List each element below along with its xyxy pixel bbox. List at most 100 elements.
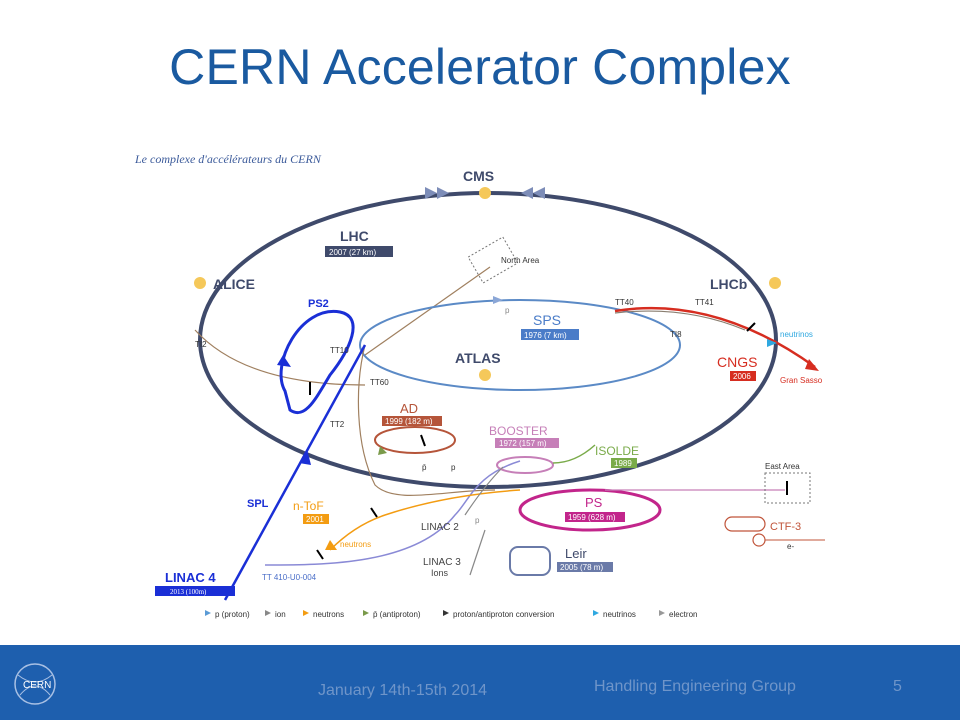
isolde-label: ISOLDE <box>595 444 639 458</box>
sps-arrow <box>493 296 503 304</box>
cern-logo: CERN <box>14 663 56 705</box>
cngs-label: CNGS <box>717 354 757 370</box>
isolde-info: 1989 <box>614 459 632 468</box>
linac4-info-box <box>155 586 235 596</box>
ad-info: 1999 (182 m) <box>385 417 433 426</box>
leir-info-box <box>557 562 613 572</box>
accelerator-diagram: Le complexe d'accélérateurs du CERN LHC … <box>134 152 825 619</box>
gran-sasso-label: Gran Sasso <box>780 376 823 385</box>
ad-pbar-arrow <box>378 446 387 455</box>
linac4-label: LINAC 4 <box>165 570 216 585</box>
legend-marker <box>303 610 309 616</box>
cngs-arrow <box>805 359 819 371</box>
tt41-label: TT41 <box>695 298 714 307</box>
legend-item: ion <box>275 610 286 619</box>
linac3-line <box>469 529 486 576</box>
cms-label: CMS <box>463 168 494 184</box>
linac2-p-label: p <box>475 516 480 525</box>
footer-date: January 14th-15th 2014 <box>318 682 488 699</box>
booster-info: 1972 (157 m) <box>499 439 547 448</box>
ps2-arrow <box>277 355 291 367</box>
sps-p-label: p <box>505 306 510 315</box>
tt10-line <box>357 344 496 496</box>
ntof-target <box>370 507 378 518</box>
spl-label: SPL <box>247 498 269 510</box>
leir-info: 2005 (78 m) <box>560 563 603 572</box>
ad-target <box>420 434 426 447</box>
leir-label: Leir <box>565 546 587 561</box>
tt2-label: TT2 <box>330 420 345 429</box>
legend-item: proton/antiproton conversion <box>453 610 554 619</box>
legend-item: neutrinos <box>603 610 636 619</box>
ntof-label: n-ToF <box>293 499 324 513</box>
linac4-to-ps-line <box>264 460 521 566</box>
ad-ring <box>374 426 456 454</box>
sps-info: 1976 (7 km) <box>524 331 567 340</box>
legend-marker <box>443 610 449 616</box>
ps2-label: PS2 <box>308 298 329 310</box>
ti2-label: TI2 <box>195 340 207 349</box>
ntof-info: 2001 <box>306 515 324 524</box>
legend-item: neutrons <box>313 610 344 619</box>
ps-info: 1959 (628 m) <box>568 513 616 522</box>
legend-item: p̄ (antiproton) <box>373 610 421 619</box>
cngs-target <box>746 322 756 332</box>
legend-marker <box>659 610 665 616</box>
east-area-box <box>764 472 811 504</box>
ti8-label: TI8 <box>670 330 682 339</box>
cngs-info-box <box>730 371 756 381</box>
isolde-line <box>552 444 596 464</box>
diagram-heading: Le complexe d'accélérateurs du CERN <box>134 152 322 166</box>
ad-info-box <box>382 416 442 426</box>
logo-text: CERN <box>23 680 51 691</box>
tt410-label: TT 410-U0-004 <box>262 573 317 582</box>
ps2-ring <box>279 310 355 414</box>
tt40-line <box>614 310 746 331</box>
footer-group: Handling Engineering Group <box>594 678 796 695</box>
isolde-info-box <box>611 458 637 468</box>
footer: CERN January 14th-15th 2014 Handling Eng… <box>0 645 960 720</box>
booster-ring <box>496 456 554 474</box>
lhc-ring <box>198 191 778 489</box>
spl-beam <box>223 344 367 601</box>
ntof-line <box>329 489 521 551</box>
cngs-info: 2006 <box>733 372 751 381</box>
ctf3-ring <box>724 516 766 532</box>
ad-p-label: p <box>451 463 456 472</box>
ctf3-small-ring <box>752 533 766 547</box>
neutrino-arrow <box>767 339 777 347</box>
legend: p (proton) ion neutrons p̄ (antiproton) prot… <box>205 610 697 619</box>
legend-marker <box>593 610 599 616</box>
alice-label: ALICE <box>213 276 255 292</box>
slide-title: CERN Accelerator Complex <box>169 39 791 95</box>
neutrons-target <box>316 549 324 560</box>
ntof-arrow <box>325 540 337 550</box>
lhcb-point <box>769 277 781 289</box>
lhc-arrow-3 <box>533 187 545 199</box>
sps-ring <box>359 299 681 391</box>
neutrons-label: neutrons <box>340 540 371 549</box>
lhc-arrow-1 <box>425 187 437 199</box>
legend-item: electron <box>669 610 697 619</box>
ps-ring <box>518 488 662 532</box>
north-area-label: North Area <box>501 256 540 265</box>
tt10-label: TT10 <box>330 346 349 355</box>
tt60-label: TT60 <box>370 378 389 387</box>
atlas-label: ATLAS <box>455 350 501 366</box>
legend-marker <box>363 610 369 616</box>
neutrinos-label: neutrinos <box>780 330 813 339</box>
ad-label: AD <box>400 401 418 416</box>
booster-label: BOOSTER <box>489 424 548 438</box>
legend-item: p (proton) <box>215 610 250 619</box>
lhc-arrow-4 <box>521 187 533 199</box>
e-minus-label: e- <box>787 542 794 551</box>
alice-point <box>194 277 206 289</box>
legend-marker <box>205 610 211 616</box>
east-area-label: East Area <box>765 462 800 471</box>
cms-point <box>479 187 491 199</box>
booster-info-box <box>495 438 559 448</box>
ps-info-box <box>565 512 625 522</box>
sps-label: SPS <box>533 312 561 328</box>
atlas-point <box>479 369 491 381</box>
linac3-sub-label: Ions <box>431 568 449 578</box>
